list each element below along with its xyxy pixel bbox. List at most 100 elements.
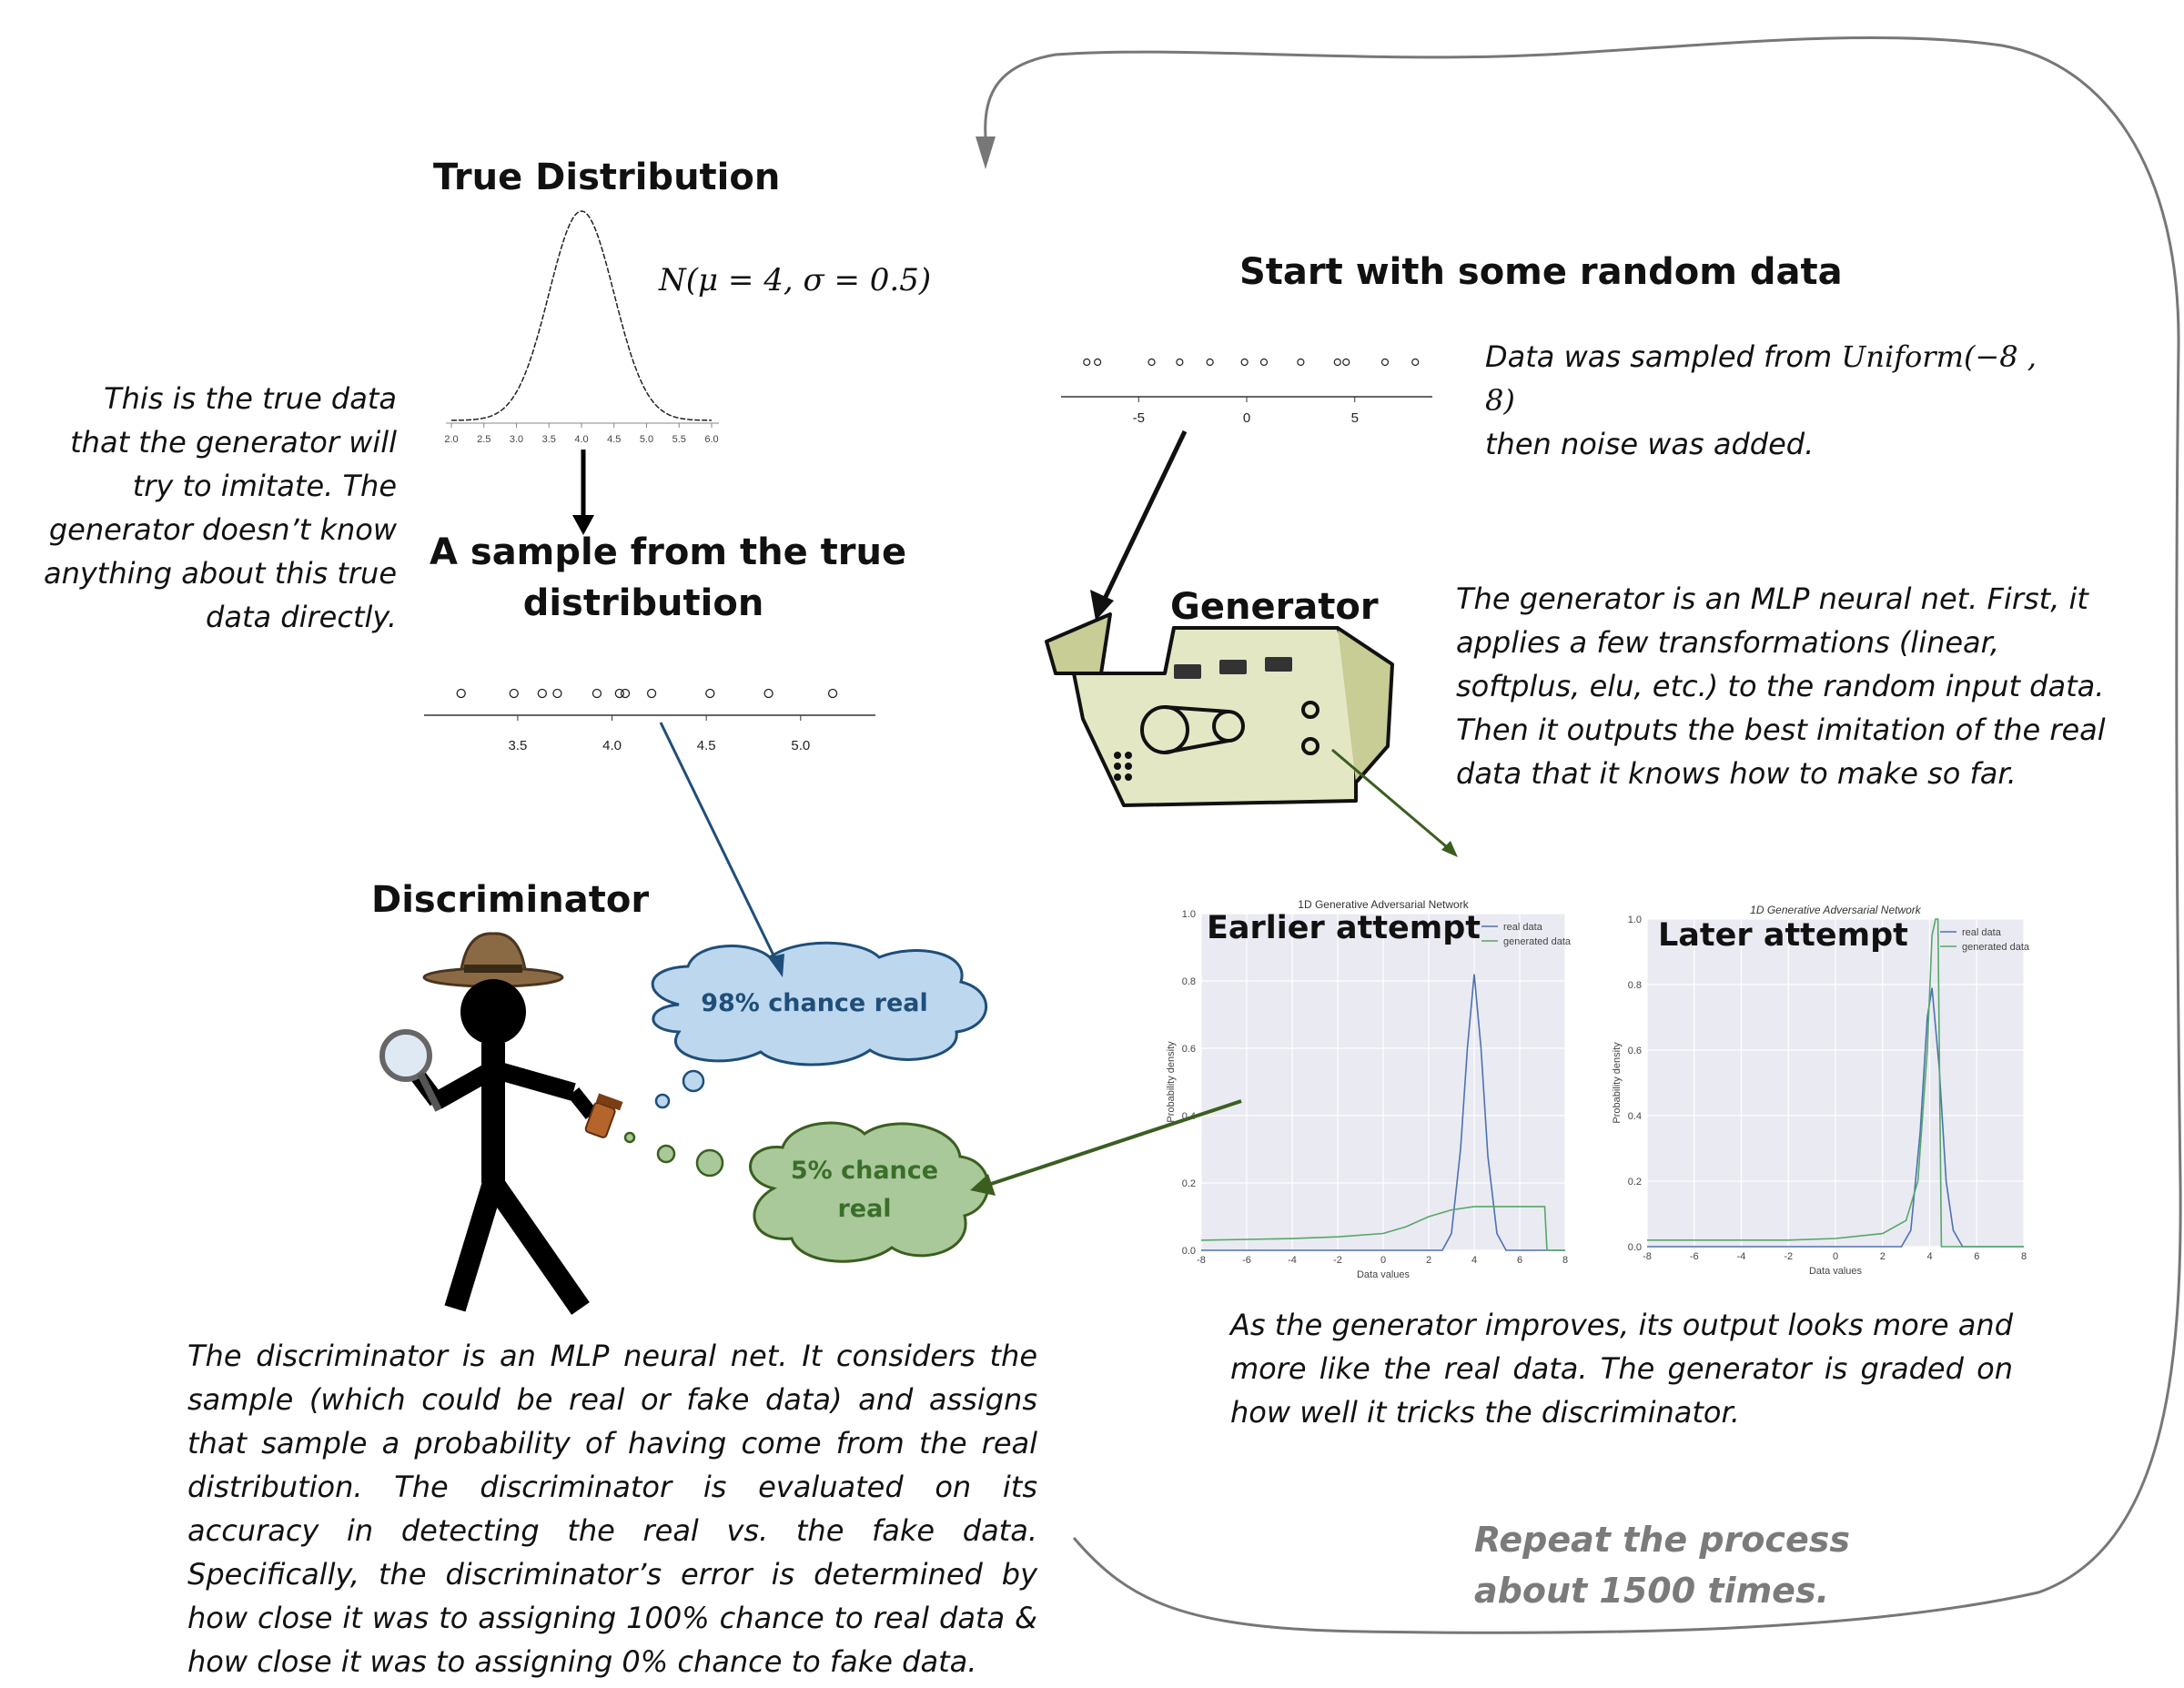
series-line-generated [1647, 918, 2024, 1248]
bell-tick-label: 5.0 [640, 434, 653, 445]
x-tick-label: 8 [1562, 1255, 1568, 1266]
attempts-note: As the generator improves, its output lo… [1230, 1308, 2013, 1430]
x-axis-label: Data values [1809, 1266, 1863, 1277]
earlier-attempt-label: Earlier attempt [1207, 910, 1481, 946]
y-tick-label: 1.0 [1628, 915, 1642, 925]
random-point [1176, 358, 1184, 367]
random-note-prefix: Data was sampled from [1485, 339, 1842, 374]
random-point [1342, 358, 1350, 367]
y-tick-label: 0.2 [1628, 1177, 1642, 1188]
x-tick-label: 2 [1880, 1251, 1886, 1262]
legend-label: generated data [1962, 942, 2030, 953]
legend-label: real data [1962, 927, 2002, 938]
x-tick-label: -6 [1242, 1255, 1251, 1266]
generator-note: The generator is an MLP neural net. Firs… [1456, 581, 2106, 791]
sample-point [646, 688, 657, 699]
y-axis-label: Probability density [1166, 1041, 1177, 1123]
x-tick-label: -6 [1690, 1251, 1699, 1262]
random-data-note: Data was sampled from Uniform(−8 , 8) th… [1485, 335, 2049, 466]
bell-tick-label: 2.5 [477, 434, 490, 445]
chart-to-discriminator-arrow [970, 1099, 1242, 1196]
sample-point [827, 688, 838, 699]
sample-point [763, 688, 774, 699]
random-to-generator-arrow [1090, 430, 1188, 621]
repeat-note: Repeat the process about 1500 times. [1474, 1514, 1850, 1616]
x-tick-label: -4 [1737, 1251, 1746, 1262]
x-tick-label: 0 [1833, 1251, 1838, 1262]
random-point [1333, 358, 1341, 367]
sample-tick-label: 3.5 [508, 738, 527, 753]
bell-tick-label: 3.5 [542, 434, 556, 445]
random-point [1297, 358, 1305, 367]
true-distribution-formula: N(μ = 4, σ = 0.5) [659, 262, 932, 298]
y-tick-label: 0.6 [1182, 1044, 1196, 1055]
repeat-line2: about 1500 times. [1474, 1571, 1830, 1611]
x-tick-label: -2 [1784, 1251, 1793, 1262]
x-tick-label: 8 [2021, 1251, 2027, 1262]
random-tick-label: 0 [1243, 410, 1250, 426]
sample-strip-plot: 3.5 4.0 4.5 5.0 [424, 688, 875, 753]
generator-machine-icon [1045, 612, 1394, 807]
x-tick-label: -8 [1643, 1251, 1652, 1262]
sample-point [456, 688, 466, 699]
sample-tick-label: 4.0 [602, 738, 622, 753]
true-data-note: This is the true data that the generator… [43, 381, 397, 634]
x-tick-label: 4 [1926, 1251, 1932, 1262]
random-point [1411, 358, 1420, 367]
x-tick-label: -4 [1288, 1255, 1297, 1266]
random-point [1380, 358, 1390, 367]
sample-tick-label: 4.5 [697, 738, 716, 753]
x-tick-label: -8 [1197, 1255, 1206, 1266]
x-tick-label: 2 [1426, 1255, 1431, 1266]
x-axis-label: Data values [1357, 1269, 1410, 1280]
fake-bubble-text: 5% chance real [774, 1152, 956, 1228]
bell-tick-label: 5.5 [672, 434, 686, 445]
y-axis-label: Probability density [1612, 1042, 1623, 1124]
sample-title-line1: A sample from the true [430, 531, 907, 573]
random-point [1148, 358, 1156, 367]
sample-title-line2: distribution [522, 582, 764, 624]
x-tick-label: 0 [1380, 1255, 1386, 1266]
sample-point [705, 688, 715, 699]
real-bubble-text: 98% chance real [701, 989, 928, 1017]
sample-to-discriminator-arrow [659, 722, 784, 977]
chart-title: 1D Generative Adversarial Network [1298, 898, 1469, 911]
x-tick-label: 4 [1471, 1255, 1477, 1266]
real-thought-bubble [651, 941, 987, 1066]
y-tick-label: 0.0 [1182, 1246, 1196, 1257]
sample-point [614, 688, 624, 699]
random-tick-label: -5 [1133, 410, 1145, 426]
later-attempt-label: Later attempt [1658, 917, 1908, 954]
sample-point [592, 688, 602, 699]
thought-dots [623, 1069, 724, 1178]
random-note-suffix: then noise was added. [1485, 427, 1815, 461]
random-point [1240, 358, 1249, 367]
sample-point [620, 688, 631, 699]
sample-tick-label: 5.0 [791, 738, 810, 753]
legend-label: generated data [1503, 936, 1572, 947]
y-tick-label: 0.4 [1628, 1111, 1642, 1122]
sample-point [552, 688, 562, 699]
bell-tick-label: 4.0 [574, 434, 588, 445]
series-line-generated [1200, 1206, 1565, 1251]
y-tick-label: 1.0 [1182, 909, 1196, 920]
y-tick-label: 0.0 [1628, 1242, 1642, 1253]
repeat-line1: Repeat the process [1474, 1520, 1850, 1560]
random-point [1094, 358, 1102, 367]
detective-figure-icon [379, 932, 623, 1315]
sample-title: A sample from the true distribution [430, 531, 907, 624]
sample-point [537, 688, 548, 699]
fake-bubble-line1: 5% chance [790, 1157, 939, 1185]
sample-point [509, 688, 519, 699]
random-tick-label: 5 [1351, 410, 1359, 426]
y-tick-label: 0.2 [1182, 1178, 1196, 1189]
y-tick-label: 0.6 [1628, 1046, 1642, 1056]
series-line-real [1647, 987, 2024, 1248]
bell-tick-label: 3.0 [510, 434, 523, 445]
random-data-title: Start with some random data [1239, 251, 1843, 293]
